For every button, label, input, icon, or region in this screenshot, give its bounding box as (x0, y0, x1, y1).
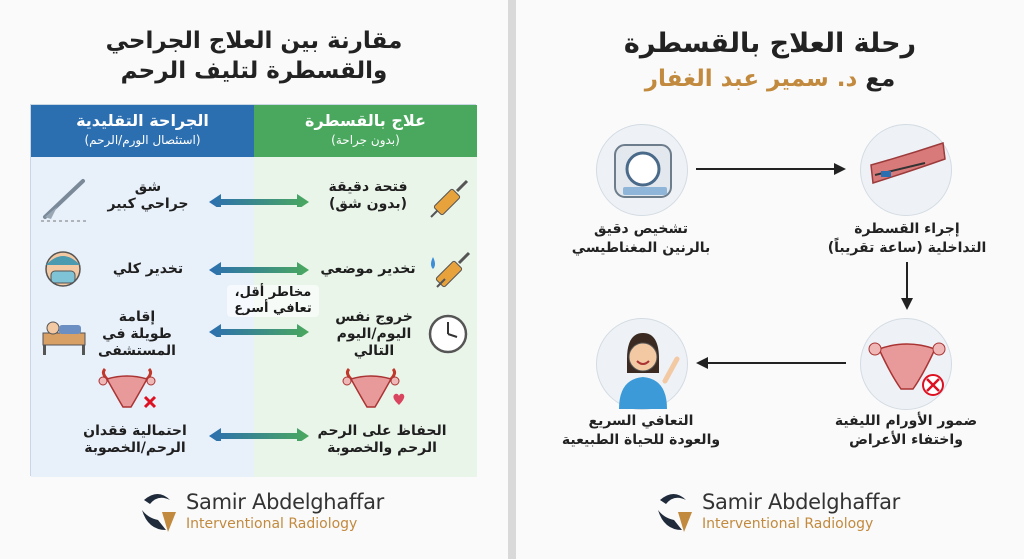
journey-title: رحلة العلاج بالقسطرة (623, 28, 917, 59)
comparison-arrow (209, 428, 309, 441)
middle-note: مخاطر أقل، تعافي أسرع (227, 285, 319, 317)
comparison-table: الجراحة التقليدية (استئصال الورم/الرحم) … (30, 104, 477, 477)
flow-arrow-right (696, 163, 846, 175)
hospital-bed-icon (42, 321, 86, 355)
comparison-arrow (209, 324, 309, 337)
step-mri-line1: تشخيص دقيق (594, 221, 688, 237)
comparison-arrow (209, 194, 309, 207)
uterus-heart-icon (342, 367, 405, 408)
logo-mark-icon (142, 494, 176, 532)
happy-woman-icon (619, 333, 680, 409)
step-mri-circle (596, 124, 688, 216)
surgery-header-subtitle: (استئصال الورم/الرحم) (84, 133, 201, 147)
clock-icon (428, 314, 468, 354)
step-shrink-label: ضمور الأورام الليفية واختفاء الأعراض (806, 412, 1006, 450)
flow-arrow-down (901, 262, 913, 310)
step-catheter-circle (860, 124, 952, 216)
middle-note-line1: مخاطر أقل، (234, 285, 312, 300)
doctor-name: د. سمير عبد الغفار (644, 66, 858, 92)
syringe-drop-icon (431, 251, 471, 288)
catheter-item-incision: فتحة دقيقة (بدون شق) (313, 179, 423, 213)
surgery-item-incision-line1: شق (134, 179, 162, 195)
step-recovery-circle (596, 318, 688, 410)
surgery-item-incision: شق جراحي كبير (83, 179, 213, 213)
surgery-item-fertility-line1: احتمالية فقدان (83, 423, 187, 439)
catheter-item-incision-line1: فتحة دقيقة (328, 179, 408, 195)
comparison-panel: مقارنة بين العلاج الجراحي والقسطرة لتليف… (0, 0, 508, 559)
mri-scanner-icon (614, 144, 672, 198)
surgery-header-title: الجراحة التقليدية (76, 111, 209, 130)
surgery-item-stay-line3: المستشفى (98, 343, 176, 359)
surgery-item-incision-line2: جراحي كبير (107, 196, 189, 212)
step-mri-label: تشخيص دقيق بالرنين المغناطيسي (546, 220, 736, 258)
surgeon-mask-icon (45, 251, 81, 287)
uterus-cross-icon (98, 367, 157, 409)
comparison-title-line1: مقارنة بين العلاج الجراحي (105, 28, 403, 54)
catheter-item-anesthesia-line1: تخدير موضعي (320, 261, 416, 277)
catheter-item-discharge-line2: اليوم/اليوم (336, 326, 412, 342)
surgery-column (31, 157, 254, 477)
journey-subtitle-prefix: مع (865, 66, 896, 92)
surgery-item-fertility: احتمالية فقدان الرحم/الخصوبة (55, 423, 215, 457)
flow-arrow-left (696, 357, 846, 369)
step-recovery-line1: التعافي السريع (588, 413, 694, 429)
logo-name: Samir Abdelghaffar (186, 490, 384, 514)
scalpel-icon (41, 179, 87, 222)
surgery-item-fertility-line2: الرحم/الخصوبة (84, 440, 186, 456)
catheter-vessel-icon (870, 141, 946, 184)
catheter-header-subtitle: (بدون جراحة) (331, 133, 400, 147)
catheter-item-discharge-line1: خروج نفس (335, 309, 413, 325)
logo-subtitle: Interventional Radiology (702, 516, 874, 532)
catheter-item-preserve-line1: الحفاظ على الرحم (317, 423, 447, 439)
catheter-header-title: علاج بالقسطرة (305, 111, 426, 130)
step-recovery-line2: والعودة للحياة الطبيعية (561, 432, 721, 448)
catheter-item-discharge: خروج نفس اليوم/اليوم التالي (325, 309, 423, 360)
catheter-item-preserve-line2: الرحم والخصوبة (327, 440, 437, 456)
step-catheter-label: إجراء القسطرة التداخلية (ساعة تقريباً) (812, 220, 1002, 258)
catheter-item-anesthesia: تخدير موضعي (313, 261, 423, 278)
logo-name: Samir Abdelghaffar (702, 490, 900, 514)
journey-subtitle: مع د. سمير عبد الغفار (516, 66, 1024, 92)
comparison-arrow (209, 262, 309, 275)
catheter-item-preserve: الحفاظ على الرحم الرحم والخصوبة (307, 423, 457, 457)
journey-panel: رحلة العلاج بالقسطرة مع د. سمير عبد الغف… (516, 0, 1024, 559)
catheter-column-header: علاج بالقسطرة (بدون جراحة) (254, 105, 477, 157)
comparison-title-line2: والقسطرة لتليف الرحم (120, 58, 388, 84)
step-catheter-line2: التداخلية (ساعة تقريباً) (827, 240, 987, 256)
syringe-icon (430, 179, 469, 218)
catheter-item-incision-line2: (بدون شق) (328, 196, 408, 212)
step-recovery-label: التعافي السريع والعودة للحياة الطبيعية (546, 412, 736, 450)
surgery-column-header: الجراحة التقليدية (استئصال الورم/الرحم) (31, 105, 254, 157)
step-shrink-line2: واختفاء الأعراض (849, 432, 963, 448)
catheter-item-discharge-line3: التالي (353, 343, 395, 359)
step-shrink-line1: ضمور الأورام الليفية (834, 413, 978, 429)
step-mri-line2: بالرنين المغناطيسي (571, 240, 711, 256)
step-catheter-line1: إجراء القسطرة (854, 221, 960, 237)
surgery-item-anesthesia: تخدير كلي (83, 261, 213, 278)
logo-subtitle: Interventional Radiology (186, 516, 358, 532)
middle-note-line2: تعافي أسرع (234, 301, 312, 316)
uterus-fibroid-icon (868, 342, 946, 396)
surgery-item-anesthesia-line1: تخدير كلي (112, 261, 184, 277)
step-shrink-circle (860, 318, 952, 410)
surgery-item-stay-line1: إقامة (118, 309, 156, 325)
surgery-item-stay-line2: طويلة في (102, 326, 172, 342)
surgery-item-stay: إقامة طويلة في المستشفى (87, 309, 187, 360)
logo-mark-icon (658, 494, 692, 532)
